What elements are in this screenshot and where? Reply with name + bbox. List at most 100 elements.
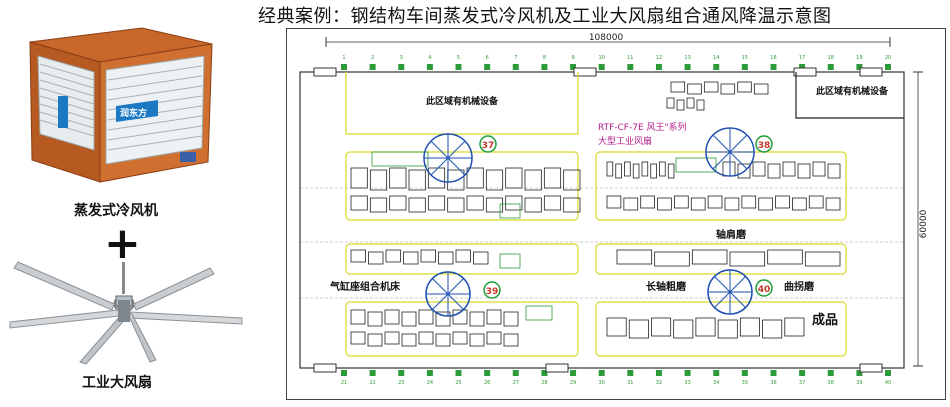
machine-symbol	[466, 167, 484, 189]
bottom-cooler-unit: 25	[455, 370, 462, 386]
machine-symbol	[473, 251, 489, 265]
top-cooler-unit-number: 11	[627, 55, 633, 61]
bottom-cooler-unit-number: 31	[627, 380, 633, 386]
top-cooler-unit: 17	[799, 55, 805, 70]
bottom-cooler-unit-number: 26	[484, 380, 490, 386]
bottom-cooler-unit: 39	[856, 370, 863, 386]
bottom-cooler-unit: 23	[398, 370, 404, 386]
bottom-cooler-unit: 37	[799, 370, 805, 386]
machine-symbol	[812, 161, 826, 177]
machine-symbol	[707, 195, 723, 209]
machine-symbol	[543, 167, 562, 189]
top-cooler-unit: 8	[541, 55, 548, 70]
zone-machinery-right-label: 此区域有机械设备	[816, 85, 889, 97]
bottom-cooler-unit: 21	[341, 370, 347, 386]
width-dimension: 108000	[325, 33, 891, 47]
machine-symbol	[606, 317, 627, 337]
machine-symbol	[792, 197, 807, 211]
machine-symbol	[741, 195, 757, 209]
machine-symbol	[695, 317, 716, 337]
machine-symbol	[825, 197, 841, 211]
machine-symbol	[524, 197, 542, 213]
top-cooler-unit-number: 5	[457, 55, 460, 61]
air-cooler-image: 润东方	[29, 27, 213, 183]
machine-symbol	[739, 317, 760, 337]
product-illustrations: 润东方	[9, 27, 243, 365]
top-cooler-unit: 13	[684, 55, 691, 70]
top-cooler-unit: 4	[426, 55, 433, 70]
fan-39-number: 39	[486, 287, 499, 297]
machine-symbol	[767, 249, 803, 265]
bottom-cooler-unit-number: 27	[513, 380, 519, 386]
top-cooler-unit: 7	[512, 55, 519, 70]
cooler-caption: 蒸发式冷风机	[74, 203, 158, 219]
bottom-cooler-unit-number: 32	[656, 380, 662, 386]
top-cooler-unit: 2	[369, 55, 376, 70]
machine-symbol	[435, 333, 451, 347]
machine-symbol	[676, 99, 685, 111]
bottom-cooler-unit-number: 22	[369, 380, 375, 386]
bottom-cooler-unit-number: 40	[885, 380, 891, 386]
machine-symbol	[367, 333, 383, 347]
machine-symbol	[737, 81, 752, 93]
machine-symbol	[782, 161, 796, 177]
machine-symbol	[455, 249, 471, 263]
machine-symbol	[722, 161, 736, 177]
zone-crank-label: 曲拐磨	[784, 280, 815, 293]
bottom-cooler-unit-number: 33	[684, 380, 690, 386]
machine-symbol	[654, 251, 690, 267]
bottom-cooler-unit: 35	[742, 370, 748, 386]
machine-symbol	[350, 331, 366, 345]
zone-bearing-label: 轴肩磨	[716, 228, 747, 241]
machine-symbol	[775, 195, 790, 209]
fan-38-number: 38	[758, 141, 771, 151]
top-cooler-unit: 11	[627, 55, 634, 70]
machine-symbol	[632, 163, 640, 179]
machine-symbol	[737, 163, 751, 179]
machine-symbol	[385, 249, 401, 263]
fan-40: 40	[707, 269, 773, 315]
machine-symbol	[628, 319, 649, 339]
machine-symbol	[667, 163, 675, 179]
machine-symbol	[486, 309, 502, 325]
machine-symbol	[389, 167, 407, 189]
machine-symbol	[503, 333, 519, 347]
machine-symbol	[505, 195, 523, 211]
machine-symbol	[691, 249, 728, 265]
machine-symbol	[384, 309, 400, 325]
top-cooler-unit-number: 2	[371, 55, 374, 61]
machine-symbol	[389, 195, 407, 211]
machine-symbol	[827, 163, 841, 179]
drawing-frame	[286, 28, 946, 400]
bottom-cooler-unit-number: 34	[713, 380, 719, 386]
machine-symbol	[469, 333, 485, 347]
machine-symbol	[650, 163, 657, 179]
zone-machinery-right	[795, 72, 904, 119]
machine-symbol	[717, 319, 738, 339]
machine-symbol	[651, 317, 672, 337]
bottom-cooler-unit-number: 24	[427, 380, 433, 386]
machine-symbol	[418, 309, 434, 325]
top-cooler-unit-number: 3	[400, 55, 403, 61]
top-cooler-unit: 20	[885, 55, 891, 70]
machine-symbol	[486, 331, 502, 345]
machine-symbol	[686, 97, 695, 109]
top-cooler-unit-number: 8	[543, 55, 546, 61]
machine-symbol	[447, 197, 465, 213]
height-dimension: 60000	[913, 71, 929, 367]
machine-symbol	[369, 197, 388, 213]
fan-40-number: 40	[758, 285, 771, 295]
machine-symbol	[623, 197, 639, 211]
top-cooler-unit: 6	[484, 55, 491, 70]
product-panel: 润东方 蒸发式冷风机 + 工业大风扇	[0, 0, 250, 403]
bottom-cooler-unit: 36	[770, 370, 777, 386]
machine-symbol	[641, 161, 649, 177]
machine-symbol	[729, 251, 766, 267]
machine-symbol	[784, 317, 805, 337]
machine-symbol	[418, 331, 434, 345]
bottom-cooler-unit: 34	[713, 370, 719, 386]
machine-symbol	[703, 81, 719, 93]
fan-39: 39	[425, 271, 501, 317]
bottom-cooler-unit-number: 36	[770, 380, 776, 386]
